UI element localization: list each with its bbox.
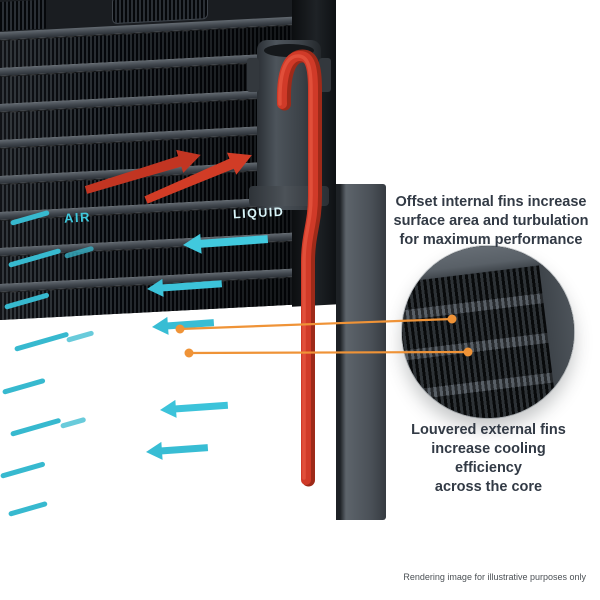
pipe-tab-right [319, 58, 331, 92]
fin-detail-inset [402, 246, 574, 418]
air-label: AIR [63, 209, 92, 226]
air-streak [8, 501, 48, 517]
fin-texture [0, 0, 46, 31]
inlet-pipe [257, 40, 321, 210]
pipe-tab-left [247, 58, 259, 92]
air-streak [10, 418, 61, 437]
air-streak [2, 378, 46, 395]
callout-dot [184, 348, 194, 358]
air-streak [66, 330, 94, 343]
air-streak [14, 332, 69, 352]
annotation-louvered-fins: Louvered external fins increase cooling … [411, 422, 566, 496]
disclaimer-text: Rendering image for illustrative purpose… [403, 572, 586, 582]
air-streak [60, 417, 86, 429]
pipe-flange [249, 186, 329, 206]
core-side-slab [336, 184, 386, 520]
pipe-opening [264, 44, 314, 57]
air-arrow [152, 316, 215, 335]
callout-dot [175, 324, 185, 334]
air-streak [0, 461, 46, 479]
fin-module [112, 0, 208, 25]
liquid-label: LIQUID [232, 204, 285, 222]
annotation-offset-fins: Offset internal fins increase surface ar… [393, 194, 589, 249]
air-arrow [160, 399, 229, 418]
air-arrow [146, 441, 209, 460]
